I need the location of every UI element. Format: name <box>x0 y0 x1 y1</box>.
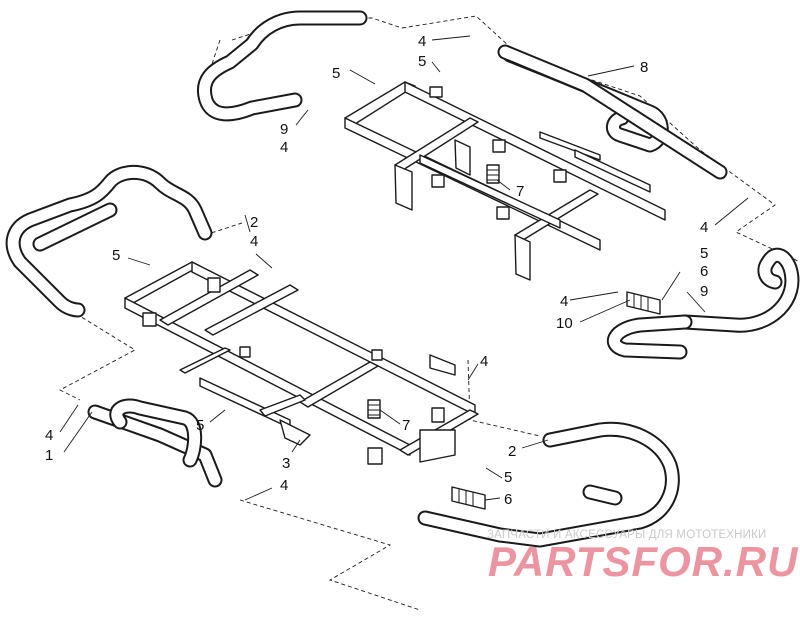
callout: 4 <box>250 233 258 250</box>
lower-spring-7 <box>367 399 381 419</box>
lower-spring-6 <box>451 486 486 510</box>
callout: 4 <box>418 33 426 50</box>
upper-frame <box>344 81 666 281</box>
callout: 9 <box>700 283 708 300</box>
callout: 5 <box>504 469 512 486</box>
callout: 3 <box>282 455 290 472</box>
upper-rail-8 <box>497 44 728 180</box>
callout: 2 <box>250 214 258 231</box>
upper-rail-front-right <box>606 247 800 360</box>
watermark-caption: ЗАПЧАСТИ И АКСЕССУАРЫ ДЛЯ МОТОТЕХНИКИ <box>487 529 767 541</box>
callout: 6 <box>700 263 708 280</box>
callout: 4 <box>480 353 488 370</box>
lower-frame <box>124 261 479 465</box>
callout: 7 <box>516 183 524 200</box>
callout: 4 <box>280 477 288 494</box>
lower-rack-assembly <box>5 164 680 611</box>
callout: 2 <box>508 443 516 460</box>
callout: 4 <box>280 139 288 156</box>
callout: 7 <box>402 417 410 434</box>
callout: 5 <box>196 417 204 434</box>
callout: 8 <box>640 59 648 76</box>
upper-spring-7 <box>486 164 500 184</box>
upper-rail-9 <box>197 10 368 122</box>
callout: 5 <box>332 65 340 82</box>
callout: 5 <box>112 247 120 264</box>
callout: 4 <box>700 219 708 236</box>
callout: 4 <box>45 427 53 444</box>
callouts-upper: 4 5 8 5 9 4 7 4 5 6 9 4 10 <box>280 33 708 332</box>
upper-spring-6 <box>626 291 661 315</box>
lower-rail-right <box>417 421 680 548</box>
lower-rail-left <box>5 164 213 318</box>
callout: 6 <box>504 491 512 508</box>
callout: 10 <box>556 315 573 332</box>
callout: 5 <box>700 245 708 262</box>
callouts-lower: 2 4 5 4 1 5 7 3 4 2 5 6 4 <box>45 214 516 508</box>
upper-rack-assembly <box>197 10 800 360</box>
callout: 9 <box>280 121 288 138</box>
watermark-logo: PARTSFOR.RU <box>488 538 799 585</box>
callout: 5 <box>418 53 426 70</box>
callout: 1 <box>45 447 53 464</box>
callout: 4 <box>560 293 568 310</box>
lower-rail-1 <box>87 398 223 488</box>
